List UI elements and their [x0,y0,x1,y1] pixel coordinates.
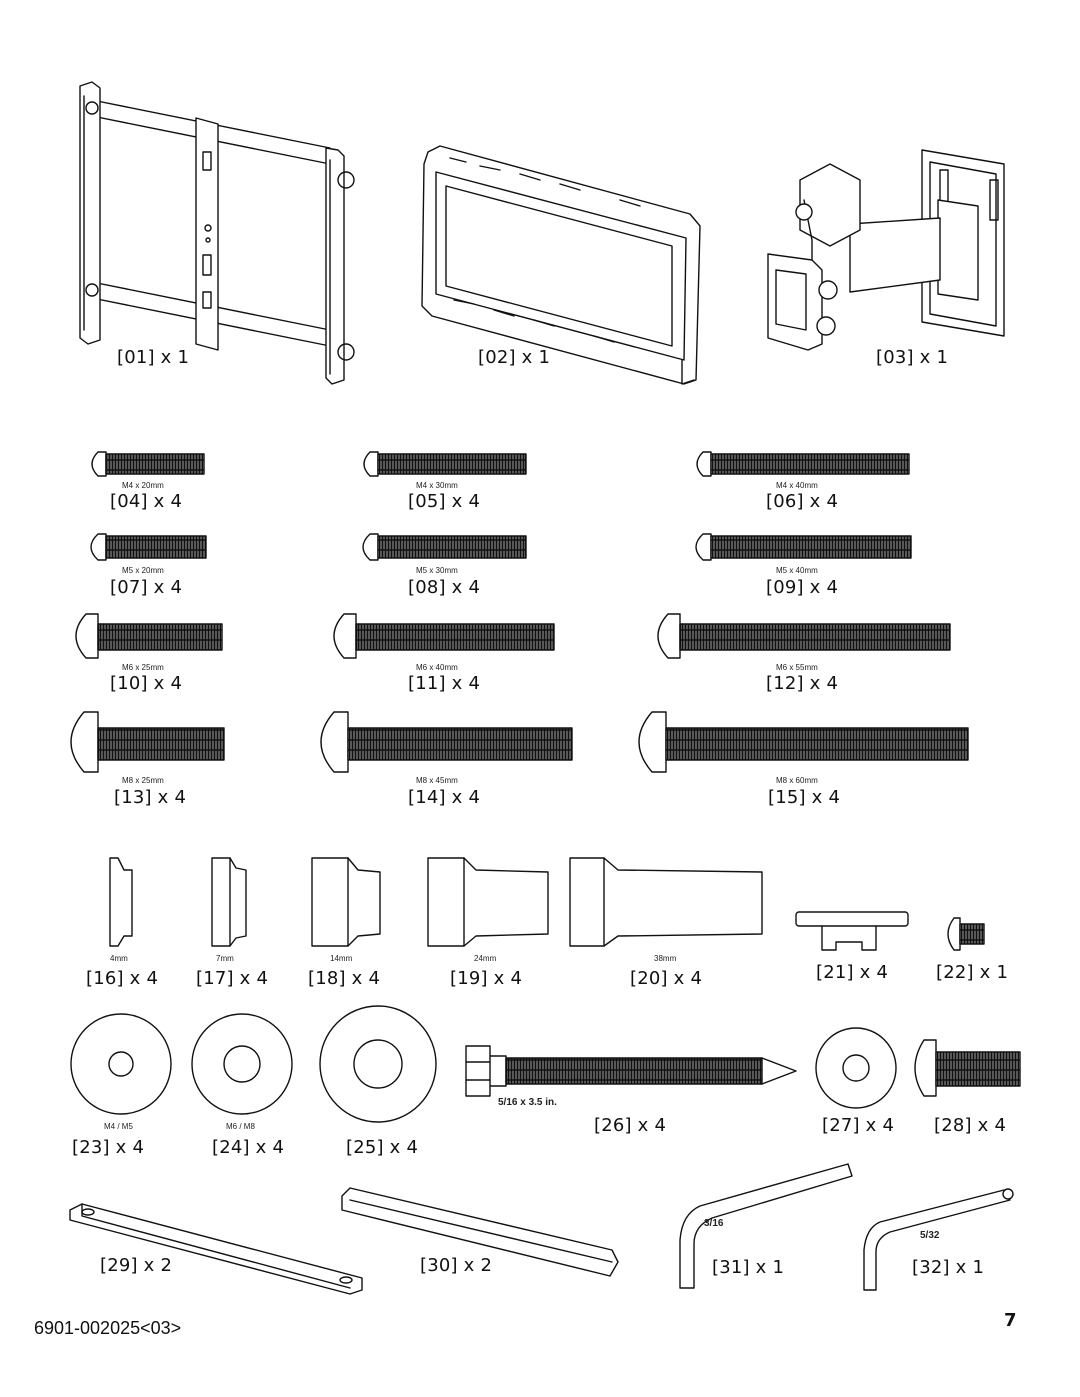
part-24-label: [24] x 4 [212,1137,285,1158]
part-31-label: [31] x 1 [712,1257,785,1278]
part-07-screw-drawing [90,533,207,561]
part-19-spec: 24mm [474,954,497,963]
part-03-articulating-arm-drawing [767,149,1005,351]
part-31-hex-key-drawing [679,1163,853,1289]
part-15-label: [15] x 4 [768,787,841,808]
part-05-screw-drawing [363,451,527,477]
part-10-screw-drawing [75,613,223,659]
part-16-spec: 4mm [110,954,128,963]
screw-row-m6 [75,613,951,659]
part-14-label: [14] x 4 [408,787,481,808]
part-27-washer-drawing [815,1027,897,1109]
part-02-label: [02] x 1 [478,347,551,368]
part-32-spec: 5/32 [920,1230,940,1241]
part-11-spec: M6 x 40mm [416,663,458,672]
part-32-label: [32] x 1 [912,1257,985,1278]
part-24-washer-drawing [191,1013,293,1115]
part-15-spec: M8 x 60mm [776,776,818,785]
part-18-label: [18] x 4 [308,968,381,989]
part-30-label: [30] x 2 [420,1255,493,1276]
part-03-label: [03] x 1 [876,347,949,368]
part-24-spec: M6 / M8 [226,1122,255,1131]
part-16-label: [16] x 4 [86,968,159,989]
screw-row-m8 [70,711,969,773]
part-28-bolt-drawing [914,1039,1021,1097]
part-21-label: [21] x 4 [816,962,889,983]
part-02-tv-frame-drawing [421,145,701,385]
part-17-label: [17] x 4 [196,968,269,989]
part-06-screw-drawing [696,451,910,477]
part-14-spec: M8 x 45mm [416,776,458,785]
part-23-washer-drawing [70,1013,172,1115]
part-05-spec: M4 x 30mm [416,481,458,490]
part-07-label: [07] x 4 [110,577,183,598]
document-number: 6901-002025<03> [34,1318,182,1338]
part-22-label: [22] x 1 [936,962,1009,983]
washers [70,1005,897,1123]
part-08-spec: M5 x 30mm [416,566,458,575]
part-12-screw-drawing [657,613,951,659]
part-05-label: [05] x 4 [408,491,481,512]
part-04-label: [04] x 4 [110,491,183,512]
part-01-label: [01] x 1 [117,347,190,368]
part-18-spec: 14mm [330,954,353,963]
part-13-spec: M8 x 25mm [122,776,164,785]
part-07-spec: M5 x 20mm [122,566,164,575]
part-20-spec: 38mm [654,954,677,963]
part-10-spec: M6 x 25mm [122,663,164,672]
part-11-label: [11] x 4 [408,673,481,694]
part-30-channel-bar-drawing [341,1187,619,1277]
part-25-washer-drawing [319,1005,437,1123]
part-14-screw-drawing [320,711,573,773]
part-10-label: [10] x 4 [110,673,183,694]
part-19-spacer-drawing [427,857,549,947]
spacers [109,857,763,947]
part-13-label: [13] x 4 [114,787,187,808]
part-27-label: [27] x 4 [822,1115,895,1136]
page-number: 7 [1004,1310,1017,1331]
part-22-screw-drawing [947,917,985,951]
part-15-screw-drawing [638,711,969,773]
part-26-spec: 5/16 x 3.5 in. [498,1097,557,1108]
screw-row-m5 [90,533,912,561]
part-18-spacer-drawing [311,857,381,947]
part-21-clip-drawing [795,911,909,951]
part-20-label: [20] x 4 [630,968,703,989]
part-23-spec: M4 / M5 [104,1122,133,1131]
screw-row-m4 [91,451,910,477]
part-08-screw-drawing [362,533,527,561]
part-29-flat-bar-drawing [69,1203,363,1295]
part-29-label: [29] x 2 [100,1255,173,1276]
part-04-spec: M4 x 20mm [122,481,164,490]
part-09-spec: M5 x 40mm [776,566,818,575]
part-06-label: [06] x 4 [766,491,839,512]
part-26-lag-bolt-drawing [465,1045,797,1097]
part-32-hex-key-drawing [863,1188,1014,1291]
part-16-spacer-drawing [109,857,133,947]
part-26-label: [26] x 4 [594,1115,667,1136]
part-08-label: [08] x 4 [408,577,481,598]
part-20-spacer-drawing [569,857,763,947]
part-11-screw-drawing [333,613,555,659]
part-23-label: [23] x 4 [72,1137,145,1158]
part-19-label: [19] x 4 [450,968,523,989]
part-09-screw-drawing [695,533,912,561]
part-04-screw-drawing [91,451,205,477]
part-25-label: [25] x 4 [346,1137,419,1158]
part-13-screw-drawing [70,711,225,773]
part-09-label: [09] x 4 [766,577,839,598]
part-01-wall-plate-drawing [79,81,355,385]
part-28-label: [28] x 4 [934,1115,1007,1136]
part-06-spec: M4 x 40mm [776,481,818,490]
part-12-label: [12] x 4 [766,673,839,694]
part-17-spec: 7mm [216,954,234,963]
part-17-spacer-drawing [211,857,247,947]
part-31-spec: 3/16 [704,1218,724,1229]
part-12-spec: M6 x 55mm [776,663,818,672]
